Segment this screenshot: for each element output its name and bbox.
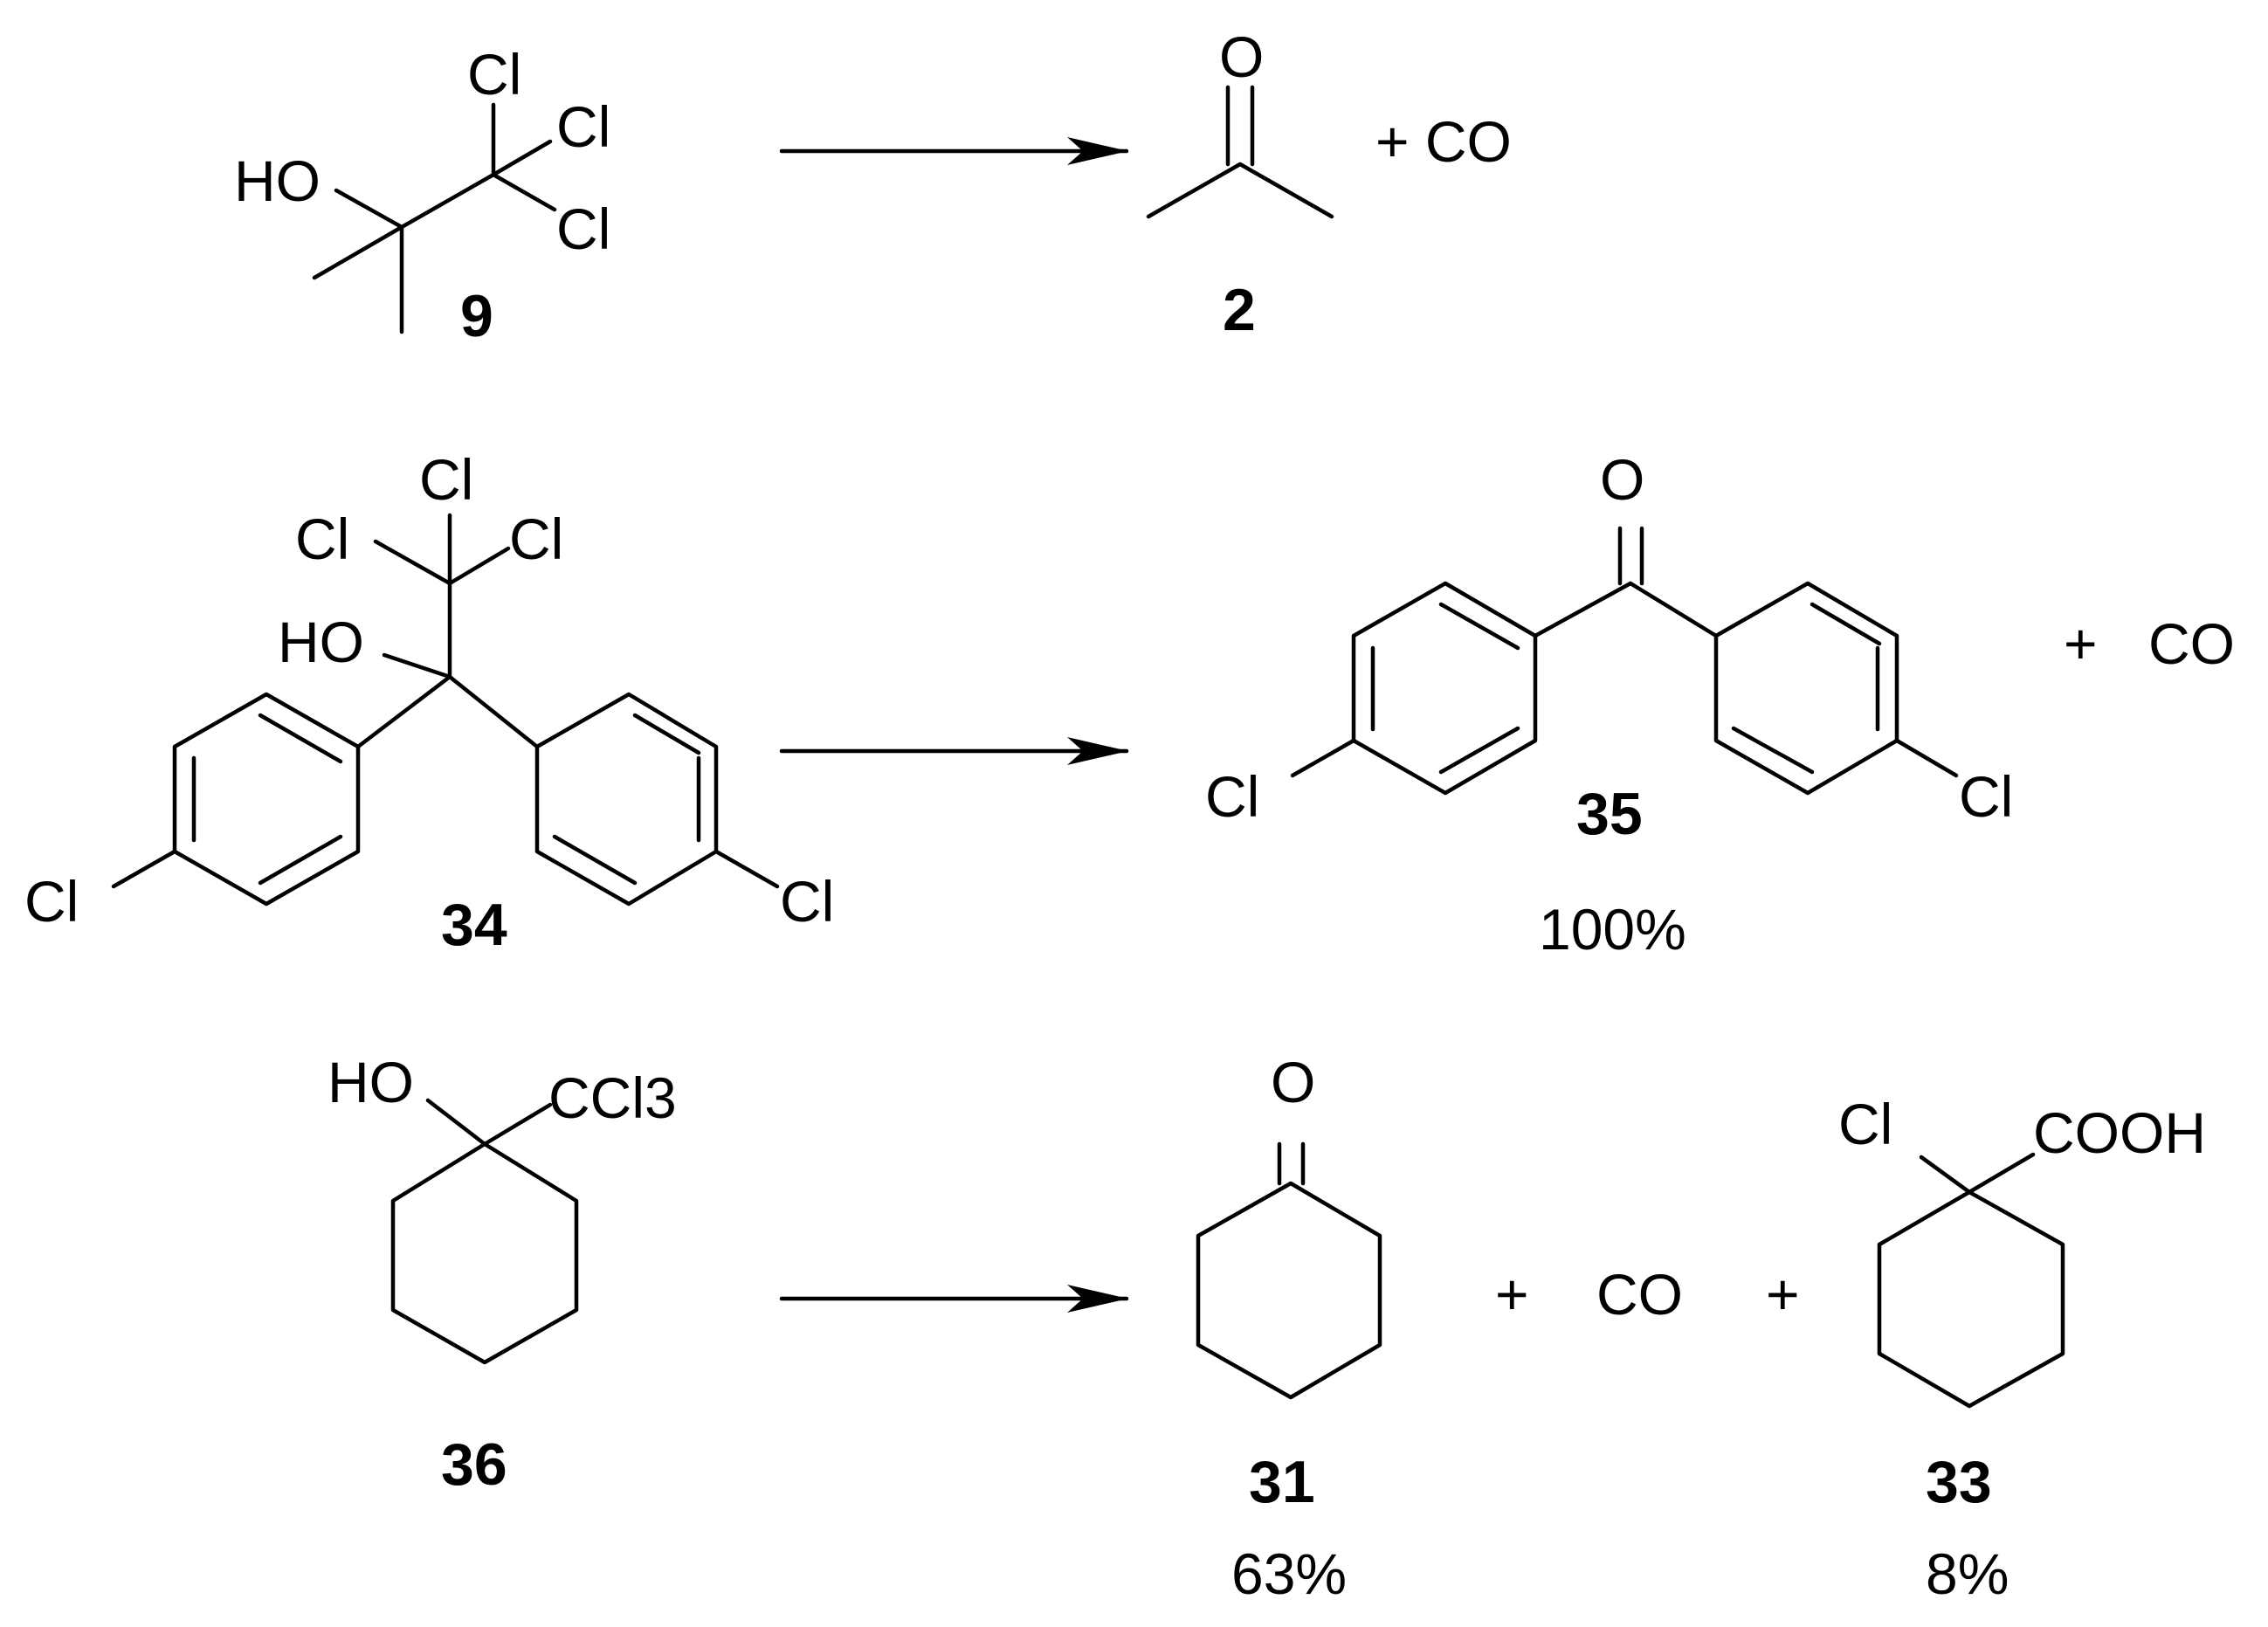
atom-cl: Cl [419,447,473,512]
atom-o: O [1271,1050,1315,1114]
atom-cl: Cl [780,869,834,934]
compound-31: O 31 63% [1196,1050,1382,1606]
reaction-3: HO CCl3 36 O 31 63% + CO + Cl COOH 33 8% [327,1050,2206,1606]
compound-label: 31 [1249,1449,1315,1515]
plus-sign: + [1766,1262,1800,1327]
compound-34: Cl Cl Cl HO Cl Cl 34 [24,447,834,958]
compound-33: Cl COOH 33 8% [1838,1092,2206,1606]
atom-cl: Cl [1959,764,2013,829]
yield: 100% [1539,897,1686,962]
compound-label: 36 [441,1431,507,1498]
compound-2: O 2 [1146,24,1334,343]
atom-ccl3: CCl3 [548,1065,677,1130]
plus-sign: + [1495,1262,1529,1327]
atom-cl: Cl [556,196,610,261]
atom-cl: Cl [467,42,521,107]
atom-o: O [1600,447,1644,512]
compound-label: 34 [441,892,507,958]
byproduct-co: + CO [1375,109,1512,174]
atom-cl: Cl [556,94,610,159]
compound-label: 33 [1926,1449,1992,1515]
compound-label: 35 [1576,781,1643,847]
atom-ho: HO [327,1050,414,1114]
byproduct-co: CO [1596,1262,1683,1327]
compound-35: O Cl Cl 35 100% [1205,447,2013,962]
atom-cl: Cl [509,507,563,571]
yield: 63% [1231,1541,1347,1606]
yield: 8% [1926,1541,2009,1606]
compound-9: Cl Cl Cl HO 9 [234,42,610,349]
atom-ho: HO [234,148,321,213]
compound-label: 9 [460,283,493,349]
atom-cooh: COOH [2033,1100,2206,1165]
reaction-1: Cl Cl Cl HO 9 O 2 + CO [234,24,1512,349]
atom-cl: Cl [1205,764,1259,829]
compound-label: 2 [1223,277,1256,343]
atom-cl: Cl [24,869,79,934]
atom-ho: HO [278,610,364,674]
plus-sign: + [2064,611,2098,676]
atom-cl: Cl [295,507,349,571]
atom-cl: Cl [1838,1092,1892,1156]
reaction-2: Cl Cl Cl HO Cl Cl 34 O [24,447,2235,962]
byproduct-co: CO [2148,611,2235,676]
compound-36: HO CCl3 36 [327,1050,677,1498]
atom-o: O [1219,24,1264,89]
